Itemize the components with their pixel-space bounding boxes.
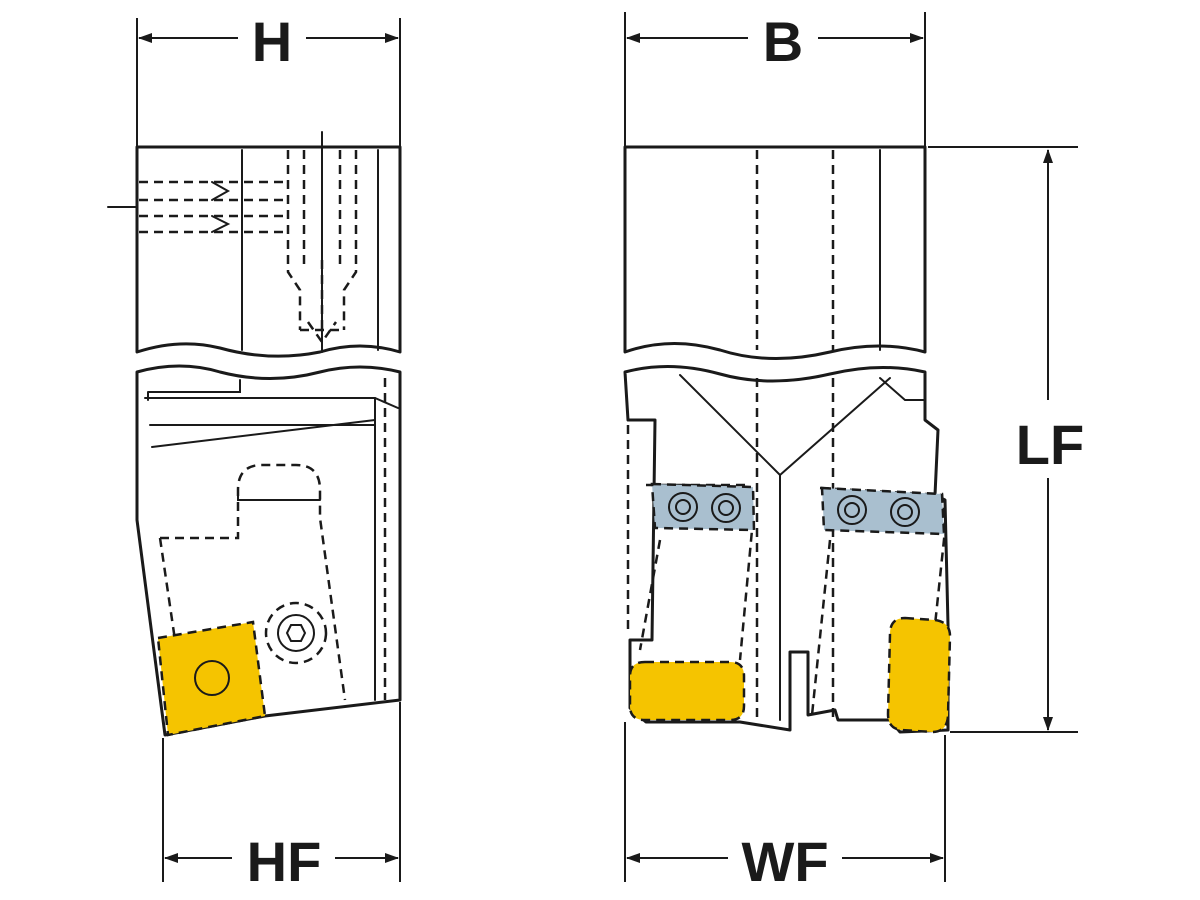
side-view-shank-upper (135, 145, 402, 358)
label-WF: WF (741, 830, 828, 893)
label-H: H (252, 10, 292, 73)
dimension-WF: WF (624, 722, 946, 893)
front-view-clamp-right (820, 486, 946, 536)
front-view-head (623, 365, 950, 734)
front-view-insert-right (886, 616, 952, 734)
dimension-H: H (136, 10, 401, 147)
front-view-insert-left (628, 660, 746, 722)
side-view-insert (156, 620, 267, 737)
dimension-HF: HF (162, 702, 401, 893)
label-LF: LF (1016, 413, 1084, 476)
front-view-clamp-left (650, 482, 756, 532)
dimension-LF: LF (928, 146, 1084, 733)
side-view-head (135, 364, 402, 737)
label-B: B (763, 10, 803, 73)
dimension-B: B (624, 10, 926, 147)
side-view (107, 131, 402, 737)
front-view-shank-upper (623, 145, 927, 361)
front-view (623, 145, 952, 734)
label-HF: HF (247, 830, 322, 893)
